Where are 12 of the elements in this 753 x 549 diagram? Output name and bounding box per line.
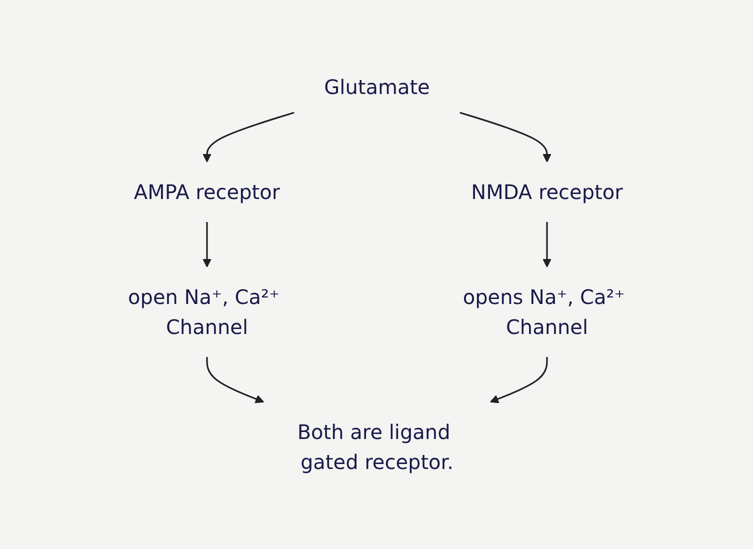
arrow bbox=[489, 357, 548, 404]
node-text: opens Na⁺, Ca²⁺ Channel bbox=[462, 285, 624, 339]
node-text: NMDA receptor bbox=[470, 180, 622, 204]
arrow bbox=[206, 357, 264, 404]
node-text: AMPA receptor bbox=[133, 180, 280, 204]
node-text: open Na⁺, Ca²⁺ Channel bbox=[128, 285, 280, 339]
arrow bbox=[202, 222, 211, 268]
arrow bbox=[542, 222, 551, 268]
arrow bbox=[459, 112, 551, 162]
node-text: Glutamate bbox=[324, 75, 430, 99]
node-text: Both are ligand gated receptor. bbox=[296, 420, 454, 474]
arrow bbox=[202, 112, 294, 162]
